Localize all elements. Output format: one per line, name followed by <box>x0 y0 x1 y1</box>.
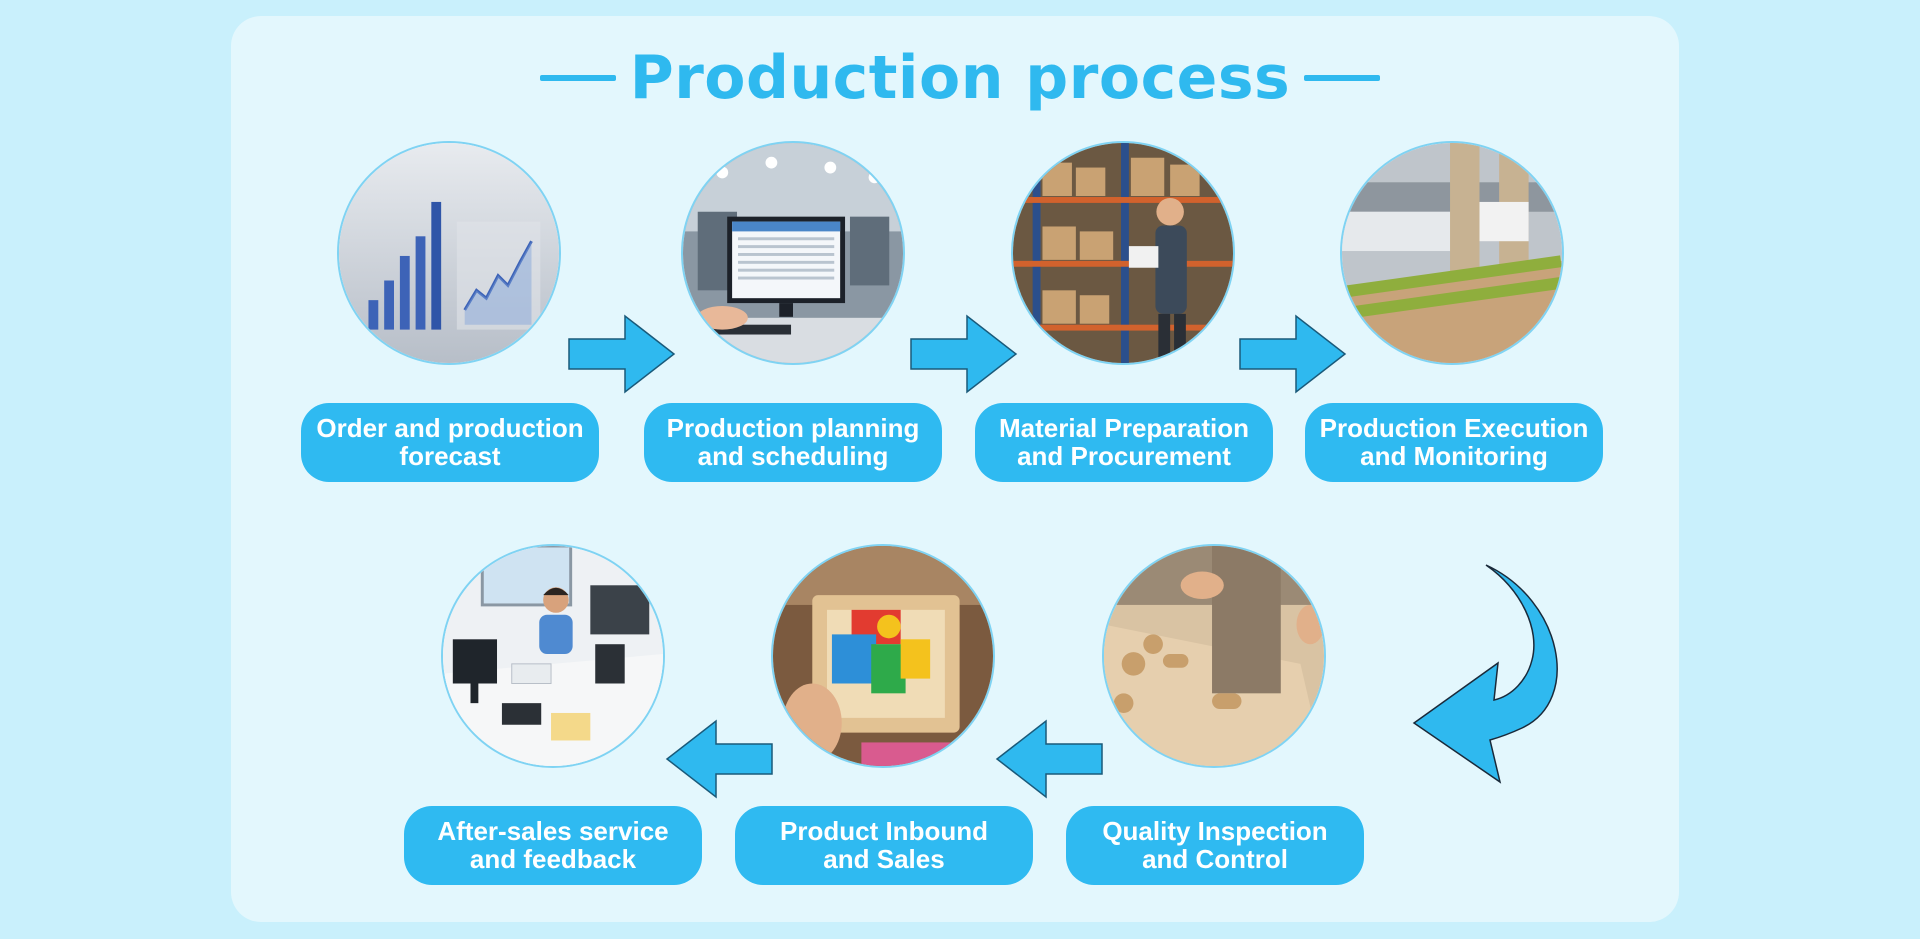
step-1-photo <box>337 141 561 365</box>
page-title: Production process <box>629 43 1291 113</box>
curved-down-arrow-icon <box>1412 564 1558 784</box>
title-left-rule <box>539 75 616 81</box>
wooden-parts-inspection-icon <box>1104 546 1324 766</box>
step-4-photo <box>1340 141 1564 365</box>
step-3-photo <box>1011 141 1235 365</box>
cnc-machine-rollers-icon <box>1342 143 1562 363</box>
step-7-photo <box>441 544 665 768</box>
right-arrow-icon <box>1239 314 1347 394</box>
bar-and-line-chart-icon <box>339 143 559 363</box>
support-agent-at-desk-icon <box>443 546 663 766</box>
step-6-photo <box>771 544 995 768</box>
left-arrow-icon <box>995 719 1103 799</box>
wooden-jigsaw-puzzle-icon <box>773 546 993 766</box>
step-5-photo <box>1102 544 1326 768</box>
worker-in-warehouse-shelves-icon <box>1013 143 1233 363</box>
left-arrow-icon <box>665 719 773 799</box>
step-2-photo <box>681 141 905 365</box>
right-arrow-icon <box>568 314 676 394</box>
title-bar: Production process <box>0 38 1920 118</box>
right-arrow-icon <box>910 314 1018 394</box>
title-right-rule <box>1304 75 1381 81</box>
computer-monitor-in-factory-icon <box>683 143 903 363</box>
